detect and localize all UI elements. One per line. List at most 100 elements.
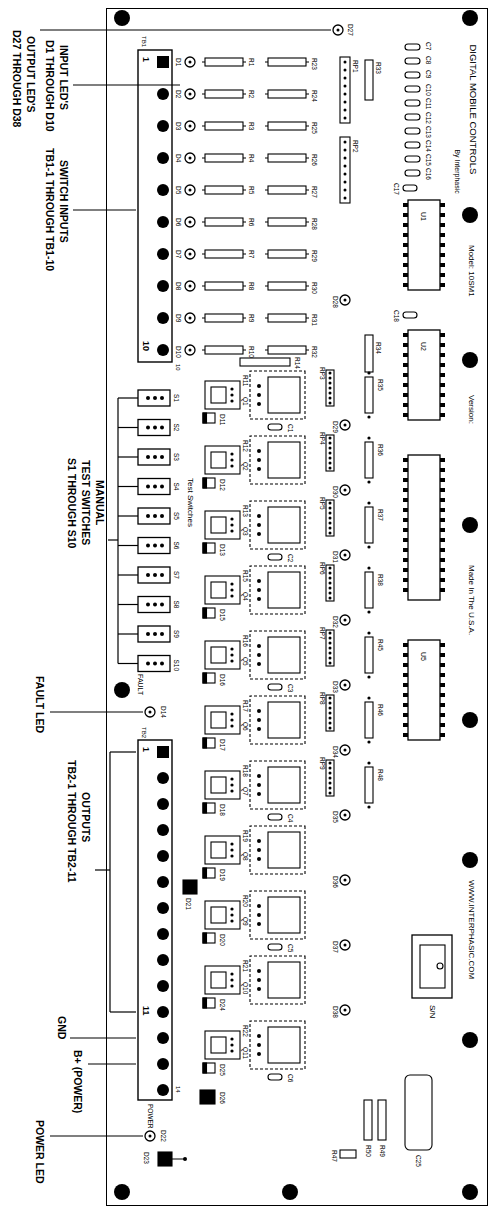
mosfet-pin: [257, 848, 261, 852]
driver-outline: [205, 901, 240, 929]
ic-pin: [403, 733, 408, 737]
component-ref: R13: [242, 505, 249, 517]
component-ref: D29: [332, 421, 339, 433]
diode-band: [203, 1063, 207, 1073]
resistor-lead: [265, 158, 268, 159]
pack-pin: [329, 512, 332, 515]
pack-pin: [329, 372, 332, 375]
ic-body: [408, 455, 440, 600]
resistor-lead: [202, 318, 205, 319]
switch-pin: [146, 514, 150, 518]
pack-pin: [329, 452, 332, 455]
resistor-lead: [265, 350, 268, 351]
ic-pin: [403, 458, 408, 462]
driver-pin: [230, 517, 233, 520]
switch-pin: [146, 485, 150, 489]
driver-outline: [205, 511, 240, 539]
mounting-hole: [282, 1184, 298, 1200]
ic-pin: [403, 518, 408, 522]
resistor-pad: [367, 610, 370, 613]
pack-pin: [329, 637, 332, 640]
switch-pin: [146, 662, 150, 666]
led-symbol: [340, 680, 350, 690]
pack-pin: [329, 772, 332, 775]
component-ref: D17: [219, 739, 226, 751]
component-ref: D12: [219, 479, 226, 491]
heatsink-outline: [250, 891, 305, 939]
switch-pin: [153, 544, 157, 548]
capacitor-symbol: [268, 684, 282, 690]
component-ref: D2: [175, 90, 182, 98]
ic-pin: [403, 498, 408, 502]
pack-pin: [329, 702, 332, 705]
diode-band: [203, 868, 207, 878]
terminal-pin: [157, 56, 169, 68]
leader-line: [73, 209, 136, 210]
pack-pin: [329, 787, 332, 790]
driver-pin: [230, 1049, 233, 1052]
component-ref: C17: [393, 183, 400, 195]
mosfet-pin: [257, 644, 261, 648]
ic-pin: [403, 673, 408, 677]
component-ref: C18: [393, 310, 400, 322]
resistor-lead: [243, 94, 246, 95]
ic-pin: [403, 273, 408, 277]
diode-band: [203, 543, 207, 553]
terminal-pin: [157, 928, 169, 940]
heatsink-outline: [250, 501, 305, 549]
ic-pin: [440, 703, 445, 707]
diode-band: [203, 933, 207, 943]
callout-label: TB1-1 THROUGH TB1-10: [45, 148, 56, 271]
component-ref: Q6: [242, 722, 249, 731]
resistor-pad: [367, 675, 370, 678]
capacitor-symbol: [403, 185, 417, 191]
led-center: [344, 684, 347, 687]
component-ref: D19: [219, 869, 226, 881]
resistor-symbol: [364, 1100, 372, 1140]
ic-pin: [440, 393, 445, 397]
ic-pin: [403, 233, 408, 237]
capacitor-symbol: [403, 312, 417, 318]
component-ref: R32: [311, 346, 318, 358]
component-ref: S4: [173, 483, 180, 491]
led-center: [344, 554, 347, 557]
test-switch: [138, 656, 170, 672]
test-switch: [138, 508, 170, 524]
ic-pin: [440, 673, 445, 677]
callout-label: TB2-1 THROUGH TB2-11: [67, 760, 78, 883]
component-ref: D22: [160, 1130, 167, 1142]
mosfet-pin: [257, 588, 261, 592]
switch-pin: [146, 603, 150, 607]
mosfet-pin: [257, 969, 261, 973]
component-ref: D30: [332, 486, 339, 498]
mounting-hole: [462, 352, 478, 368]
resistor-lead: [265, 286, 268, 287]
heatsink-outline: [250, 566, 305, 614]
component-ref: R34: [375, 342, 382, 354]
resistor-lead: [202, 94, 205, 95]
diode-body: [203, 543, 215, 553]
ic-pin: [403, 343, 408, 347]
component-ref: D38: [332, 1006, 339, 1018]
ic-pin: [403, 333, 408, 337]
heatsink-outline: [250, 761, 305, 809]
ic-pin: [403, 213, 408, 217]
led-symbol: [340, 295, 350, 305]
driver-body: [211, 517, 226, 533]
component-ref: D35: [332, 811, 339, 823]
resistor-symbol: [205, 122, 243, 130]
resistor-lead: [243, 126, 246, 127]
mosfet-pin: [257, 523, 261, 527]
component-ref: U5: [421, 652, 428, 661]
driver-outline: [205, 966, 240, 994]
ic-pin: [403, 653, 408, 657]
capacitor-symbol: [405, 114, 420, 120]
component-ref: D5: [175, 186, 182, 194]
led-symbol: [340, 485, 350, 495]
switch-pin: [146, 544, 150, 548]
board-heading: DIGITAL MOBILE CONTROLS: [468, 44, 478, 174]
component-ref: U1: [421, 212, 428, 221]
led-symbol: [185, 345, 195, 355]
ic-pin: [440, 588, 445, 592]
diode-body: [203, 1063, 215, 1073]
